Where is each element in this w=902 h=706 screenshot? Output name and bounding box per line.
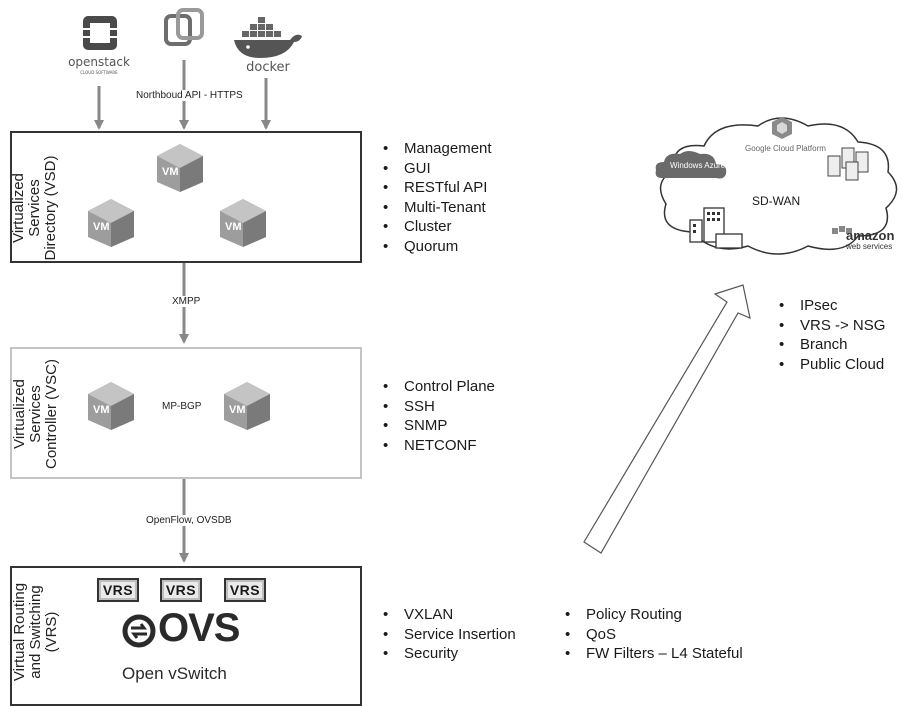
ovs-wordmark: OVS — [158, 606, 240, 650]
gcp-icon — [772, 117, 792, 139]
vsc-feature-list: Control Plane SSH SNMP NETCONF — [380, 377, 495, 455]
aws-subtitle: web services — [846, 242, 893, 251]
ovs-subtitle: Open vSwitch — [122, 664, 227, 683]
vmware-icon — [164, 8, 204, 46]
ovs-arrows-icon — [122, 614, 156, 648]
list-item: VXLAN — [380, 605, 516, 625]
list-item: QoS — [562, 625, 743, 645]
list-item: Security — [380, 644, 516, 664]
server-icon — [827, 147, 869, 181]
vsd-vm-left: VM — [86, 197, 136, 249]
sdwan-title: SD-WAN — [752, 194, 801, 208]
list-item: NETCONF — [380, 436, 495, 456]
list-item: VRS -> NSG — [776, 316, 885, 336]
vm-label: VM — [93, 221, 110, 233]
vsd-vm-right: VM — [218, 197, 268, 249]
vm-label: VM — [93, 404, 110, 416]
vsc-box — [10, 347, 362, 479]
list-item: Branch — [776, 335, 885, 355]
azure-label: Windows Azure — [670, 161, 726, 170]
openstack-logo: openstack CLOUD SOFTWARE — [67, 10, 131, 78]
list-item: IPsec — [776, 296, 885, 316]
list-item: SNMP — [380, 416, 495, 436]
docker-whale-icon — [234, 17, 302, 58]
xmpp-label: XMPP — [170, 296, 203, 307]
vm-label: VM — [162, 166, 179, 178]
vm-label: VM — [225, 221, 242, 233]
sdwan-feature-list: IPsec VRS -> NSG Branch Public Cloud — [776, 296, 885, 374]
vrs-feature-list-left: VXLAN Service Insertion Security — [380, 605, 516, 664]
vsc-vm-left: VM — [86, 380, 136, 432]
list-item: Control Plane — [380, 377, 495, 397]
vmware-logo — [163, 8, 205, 56]
list-item: RESTful API — [380, 178, 492, 198]
azure-cloud-icon — [655, 151, 727, 179]
vsd-vm-top: VM — [155, 142, 205, 194]
openflow-ovsdb-label: OpenFlow, OVSDB — [144, 515, 234, 526]
openstack-subtitle: CLOUD SOFTWARE — [80, 70, 118, 75]
vm-label: VM — [229, 404, 246, 416]
list-item: Policy Routing — [562, 605, 743, 625]
list-item: SSH — [380, 397, 495, 417]
vrs-feature-list-right: Policy Routing QoS FW Filters – L4 State… — [562, 605, 743, 664]
amazon-wordmark: amazon — [846, 228, 895, 243]
list-item: Quorum — [380, 237, 492, 257]
vsd-box — [10, 131, 362, 263]
openstack-icon — [81, 16, 119, 50]
vrs-badge: VRS — [160, 578, 202, 602]
gcp-label: Google Cloud Platform — [745, 144, 826, 153]
vrs-badge: VRS — [97, 578, 139, 602]
list-item: Public Cloud — [776, 355, 885, 375]
aws-boxes-icon — [832, 226, 852, 234]
northbound-api-label: Northboud API - HTTPS — [134, 90, 245, 101]
vsc-vm-right: VM — [222, 380, 272, 432]
list-item: Multi-Tenant — [380, 198, 492, 218]
vsd-feature-list: Management GUI RESTful API Multi-Tenant … — [380, 139, 492, 256]
list-item: FW Filters – L4 Stateful — [562, 644, 743, 664]
building-icon — [689, 207, 743, 249]
docker-wordmark: docker — [246, 60, 290, 75]
vrs-badge: VRS — [224, 578, 266, 602]
ovs-logo: OVS Open vSwitch — [118, 606, 242, 688]
mp-bgp-label: MP-BGP — [160, 401, 204, 412]
list-item: Service Insertion — [380, 625, 516, 645]
list-item: Cluster — [380, 217, 492, 237]
list-item: Management — [380, 139, 492, 159]
docker-logo: docker — [230, 14, 306, 76]
openstack-wordmark: openstack — [68, 55, 130, 69]
sdwan-hollow-arrow — [583, 284, 751, 554]
list-item: GUI — [380, 159, 492, 179]
